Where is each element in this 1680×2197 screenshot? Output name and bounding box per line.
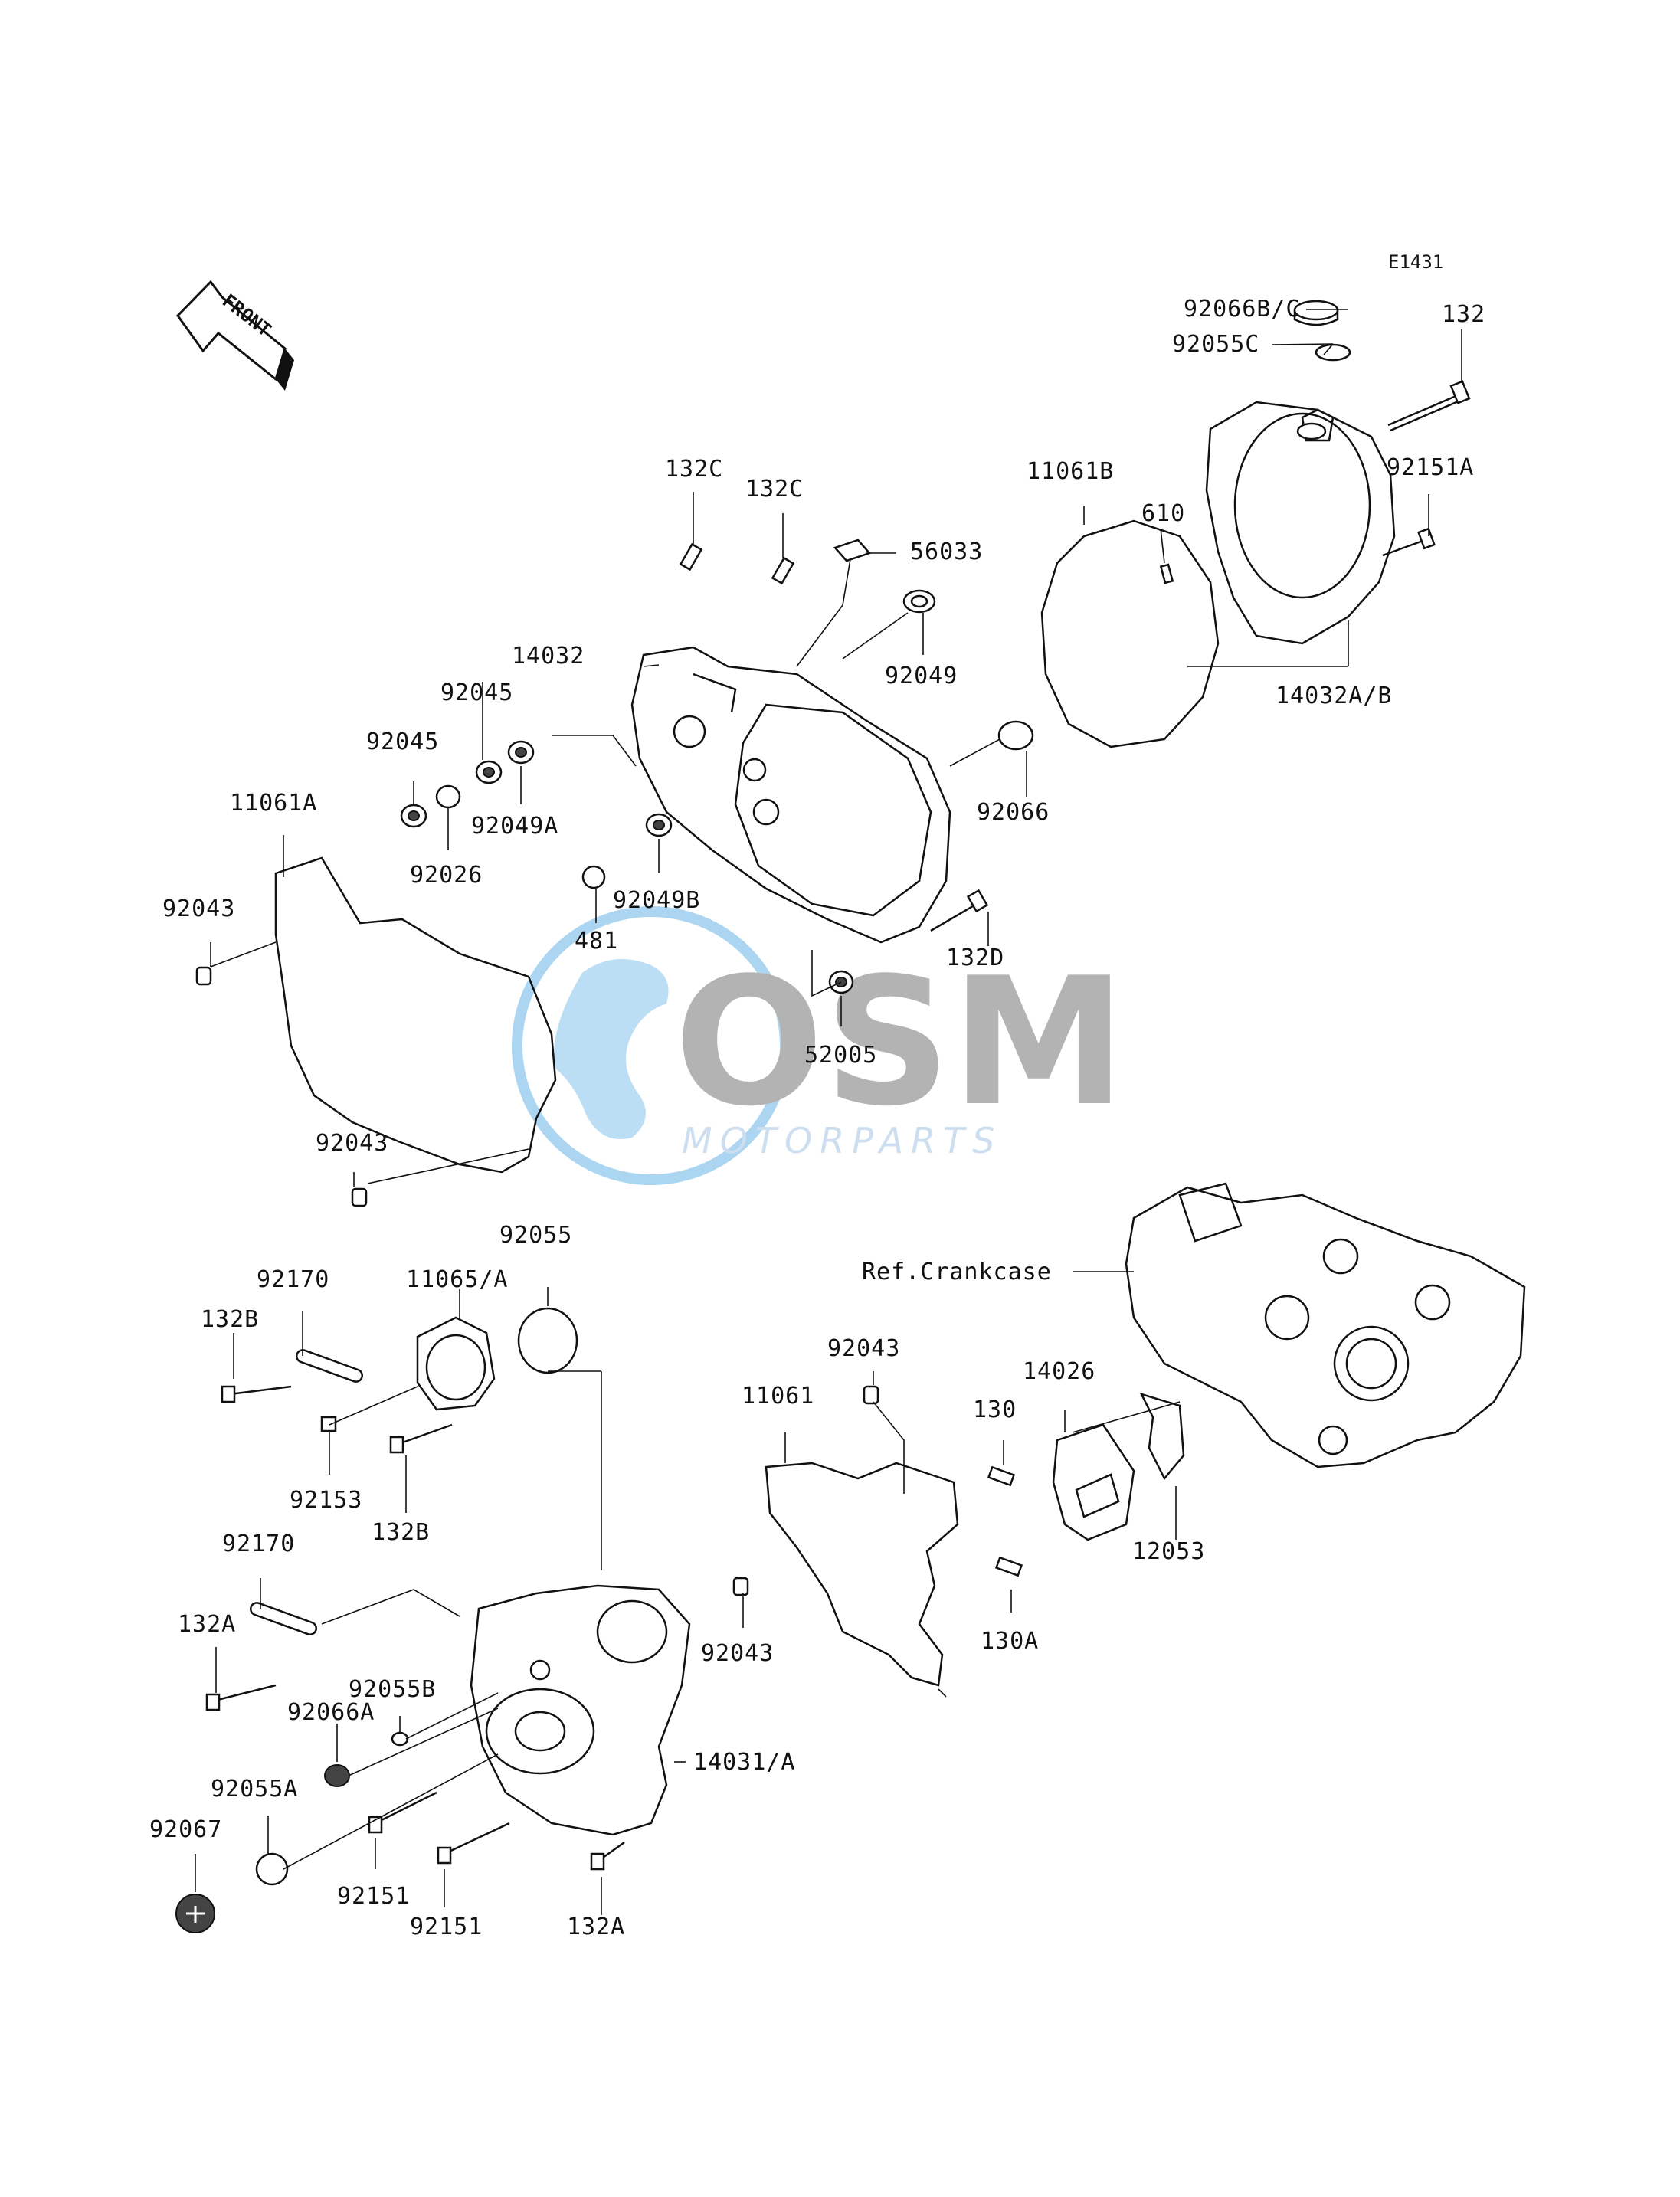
label-92043-4: 92043	[701, 1640, 774, 1667]
label-52005: 52005	[804, 1042, 877, 1069]
dowel-pin-3	[863, 1385, 879, 1405]
label-92170-2: 92170	[222, 1531, 295, 1557]
clutch-cover-outer	[1159, 300, 1471, 645]
part-labels: 92066B/C 92055C 132 92151A 14032A/B 610 …	[149, 296, 1485, 1940]
gasket-11061	[765, 1462, 959, 1687]
label-92049: 92049	[885, 663, 958, 689]
bearing-group	[400, 539, 1034, 994]
label-92043-1: 92043	[162, 895, 235, 922]
label-92055b: 92055B	[349, 1676, 436, 1703]
label-92045-1: 92045	[440, 679, 513, 706]
label-14026: 14026	[1023, 1358, 1095, 1385]
label-481: 481	[575, 928, 618, 954]
label-92043-3: 92043	[827, 1335, 900, 1362]
plate-92170-a	[295, 1349, 364, 1383]
diagram-code: E1431	[1388, 251, 1443, 273]
label-14032: 14032	[512, 643, 585, 670]
dowel-pin-1	[195, 966, 212, 986]
front-arrow-icon: FRONT	[176, 280, 294, 391]
generator-cover	[470, 1584, 691, 1836]
watermark-globe	[512, 906, 791, 1185]
watermark: OSM MOTORPARTS	[512, 906, 1126, 1185]
label-92049a: 92049A	[471, 813, 558, 840]
plate-92170-b	[249, 1602, 318, 1635]
watermark-globe-continents	[554, 959, 669, 1139]
label-92067: 92067	[149, 1816, 222, 1843]
label-92151-1: 92151	[337, 1883, 410, 1910]
label-130a: 130A	[981, 1628, 1039, 1655]
label-11061: 11061	[742, 1383, 814, 1410]
dowel-pin-4	[732, 1577, 749, 1596]
dowel-pin-2	[351, 1187, 368, 1207]
lower-bolts	[175, 1385, 625, 1933]
label-56033: 56033	[910, 539, 983, 565]
label-92049b: 92049B	[613, 887, 700, 914]
watermark-brand: OSM	[674, 941, 1126, 1145]
label-14032ab: 14032A/B	[1276, 683, 1393, 709]
label-610: 610	[1141, 500, 1185, 527]
clutch-cover-inner	[630, 646, 951, 944]
label-92170-1: 92170	[257, 1266, 329, 1293]
crankcase	[1125, 1182, 1526, 1468]
label-11061a: 11061A	[230, 790, 317, 817]
label-132c-2: 132C	[745, 476, 804, 503]
label-92151a: 92151A	[1387, 454, 1474, 481]
gasket-11061a	[274, 856, 557, 1174]
label-132c-1: 132C	[665, 456, 723, 483]
label-11061b: 11061B	[1027, 458, 1114, 485]
watermark-subtitle: MOTORPARTS	[682, 1120, 1002, 1161]
label-92045-2: 92045	[366, 729, 439, 755]
label-132: 132	[1442, 301, 1485, 328]
label-92043-2: 92043	[316, 1130, 388, 1157]
label-ref-crankcase: Ref.Crankcase	[862, 1259, 1052, 1285]
label-132a-2: 132A	[567, 1914, 625, 1940]
label-130: 130	[973, 1396, 1017, 1423]
label-92026: 92026	[410, 862, 483, 889]
label-14031a: 14031/A	[693, 1749, 795, 1776]
label-132b-1: 132B	[201, 1306, 259, 1333]
label-92055: 92055	[499, 1222, 572, 1249]
label-92066: 92066	[977, 799, 1050, 826]
label-92055a: 92055A	[211, 1776, 298, 1802]
label-92066a: 92066A	[287, 1699, 375, 1726]
label-132d: 132D	[946, 945, 1004, 971]
gasket-11061b	[1040, 519, 1220, 748]
label-92151-2: 92151	[410, 1914, 483, 1940]
chain-guide	[987, 1392, 1185, 1577]
label-132a-1: 132A	[178, 1611, 236, 1638]
label-92055c: 92055C	[1172, 331, 1259, 358]
label-92153: 92153	[290, 1487, 362, 1514]
label-12053: 12053	[1132, 1538, 1205, 1565]
leader-lines	[195, 309, 1462, 1915]
label-11065a: 11065/A	[406, 1266, 508, 1293]
small-cover	[416, 1307, 578, 1411]
label-92066bc: 92066B/C	[1184, 296, 1301, 323]
label-132b-2: 132B	[372, 1519, 430, 1546]
